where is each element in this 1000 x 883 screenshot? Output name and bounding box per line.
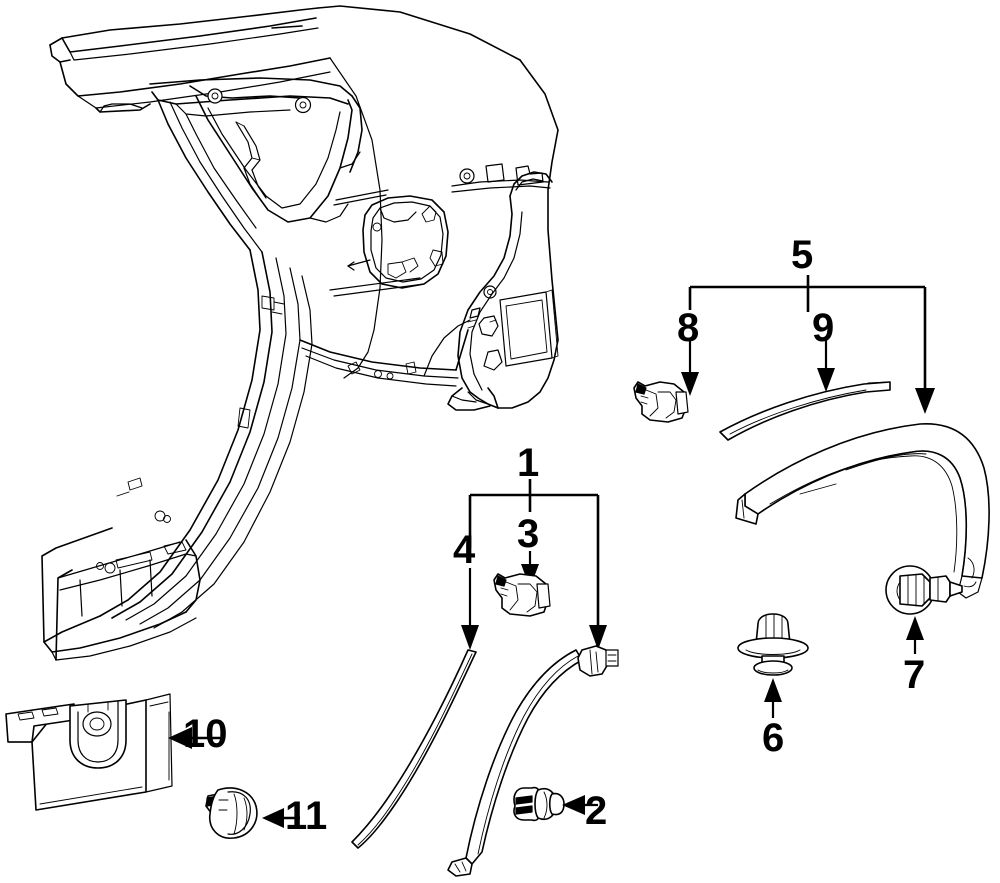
part-5-wheel-opening-molding xyxy=(735,423,990,599)
callout-label-6: 6 xyxy=(762,716,785,760)
callout-label-4: 4 xyxy=(453,528,476,572)
callout-1-bracket xyxy=(468,479,607,650)
callout-label-7: 7 xyxy=(903,653,926,697)
callout-8-leader xyxy=(681,340,699,396)
part-9-upper-molding-strip xyxy=(719,381,891,441)
callout-label-3: 3 xyxy=(517,512,540,556)
callout-label-11: 11 xyxy=(285,794,328,838)
callout-label-8: 8 xyxy=(677,306,700,350)
part-6-push-retainer xyxy=(737,613,809,676)
part-4-garnish-strip xyxy=(351,649,477,849)
callout-label-10: 10 xyxy=(183,712,228,756)
callout-4-leader xyxy=(461,568,479,650)
part-10-mudguard xyxy=(5,693,173,811)
quarter-panel-assembly xyxy=(41,5,559,661)
callout-label-9: 9 xyxy=(812,306,835,350)
part-11-mudguard-screw xyxy=(205,787,258,839)
callout-9-leader xyxy=(817,340,835,392)
callout-7-leader xyxy=(906,616,924,654)
part-1-garnish-strip-with-connector xyxy=(447,645,619,877)
callout-11-leader xyxy=(262,808,300,828)
part-7-flange-bolt xyxy=(885,565,963,615)
callout-label-1: 1 xyxy=(517,441,540,485)
callout-10-leader xyxy=(168,727,222,749)
part-3-molding-clip xyxy=(493,573,551,617)
callout-label-5: 5 xyxy=(791,233,814,277)
callout-5-bracket xyxy=(688,275,935,414)
callout-2-leader xyxy=(562,795,598,815)
part-8-molding-clip xyxy=(633,381,689,423)
callout-label-2: 2 xyxy=(585,789,608,833)
callout-6-leader xyxy=(764,678,782,718)
part-2-retainer-clip xyxy=(513,786,565,822)
